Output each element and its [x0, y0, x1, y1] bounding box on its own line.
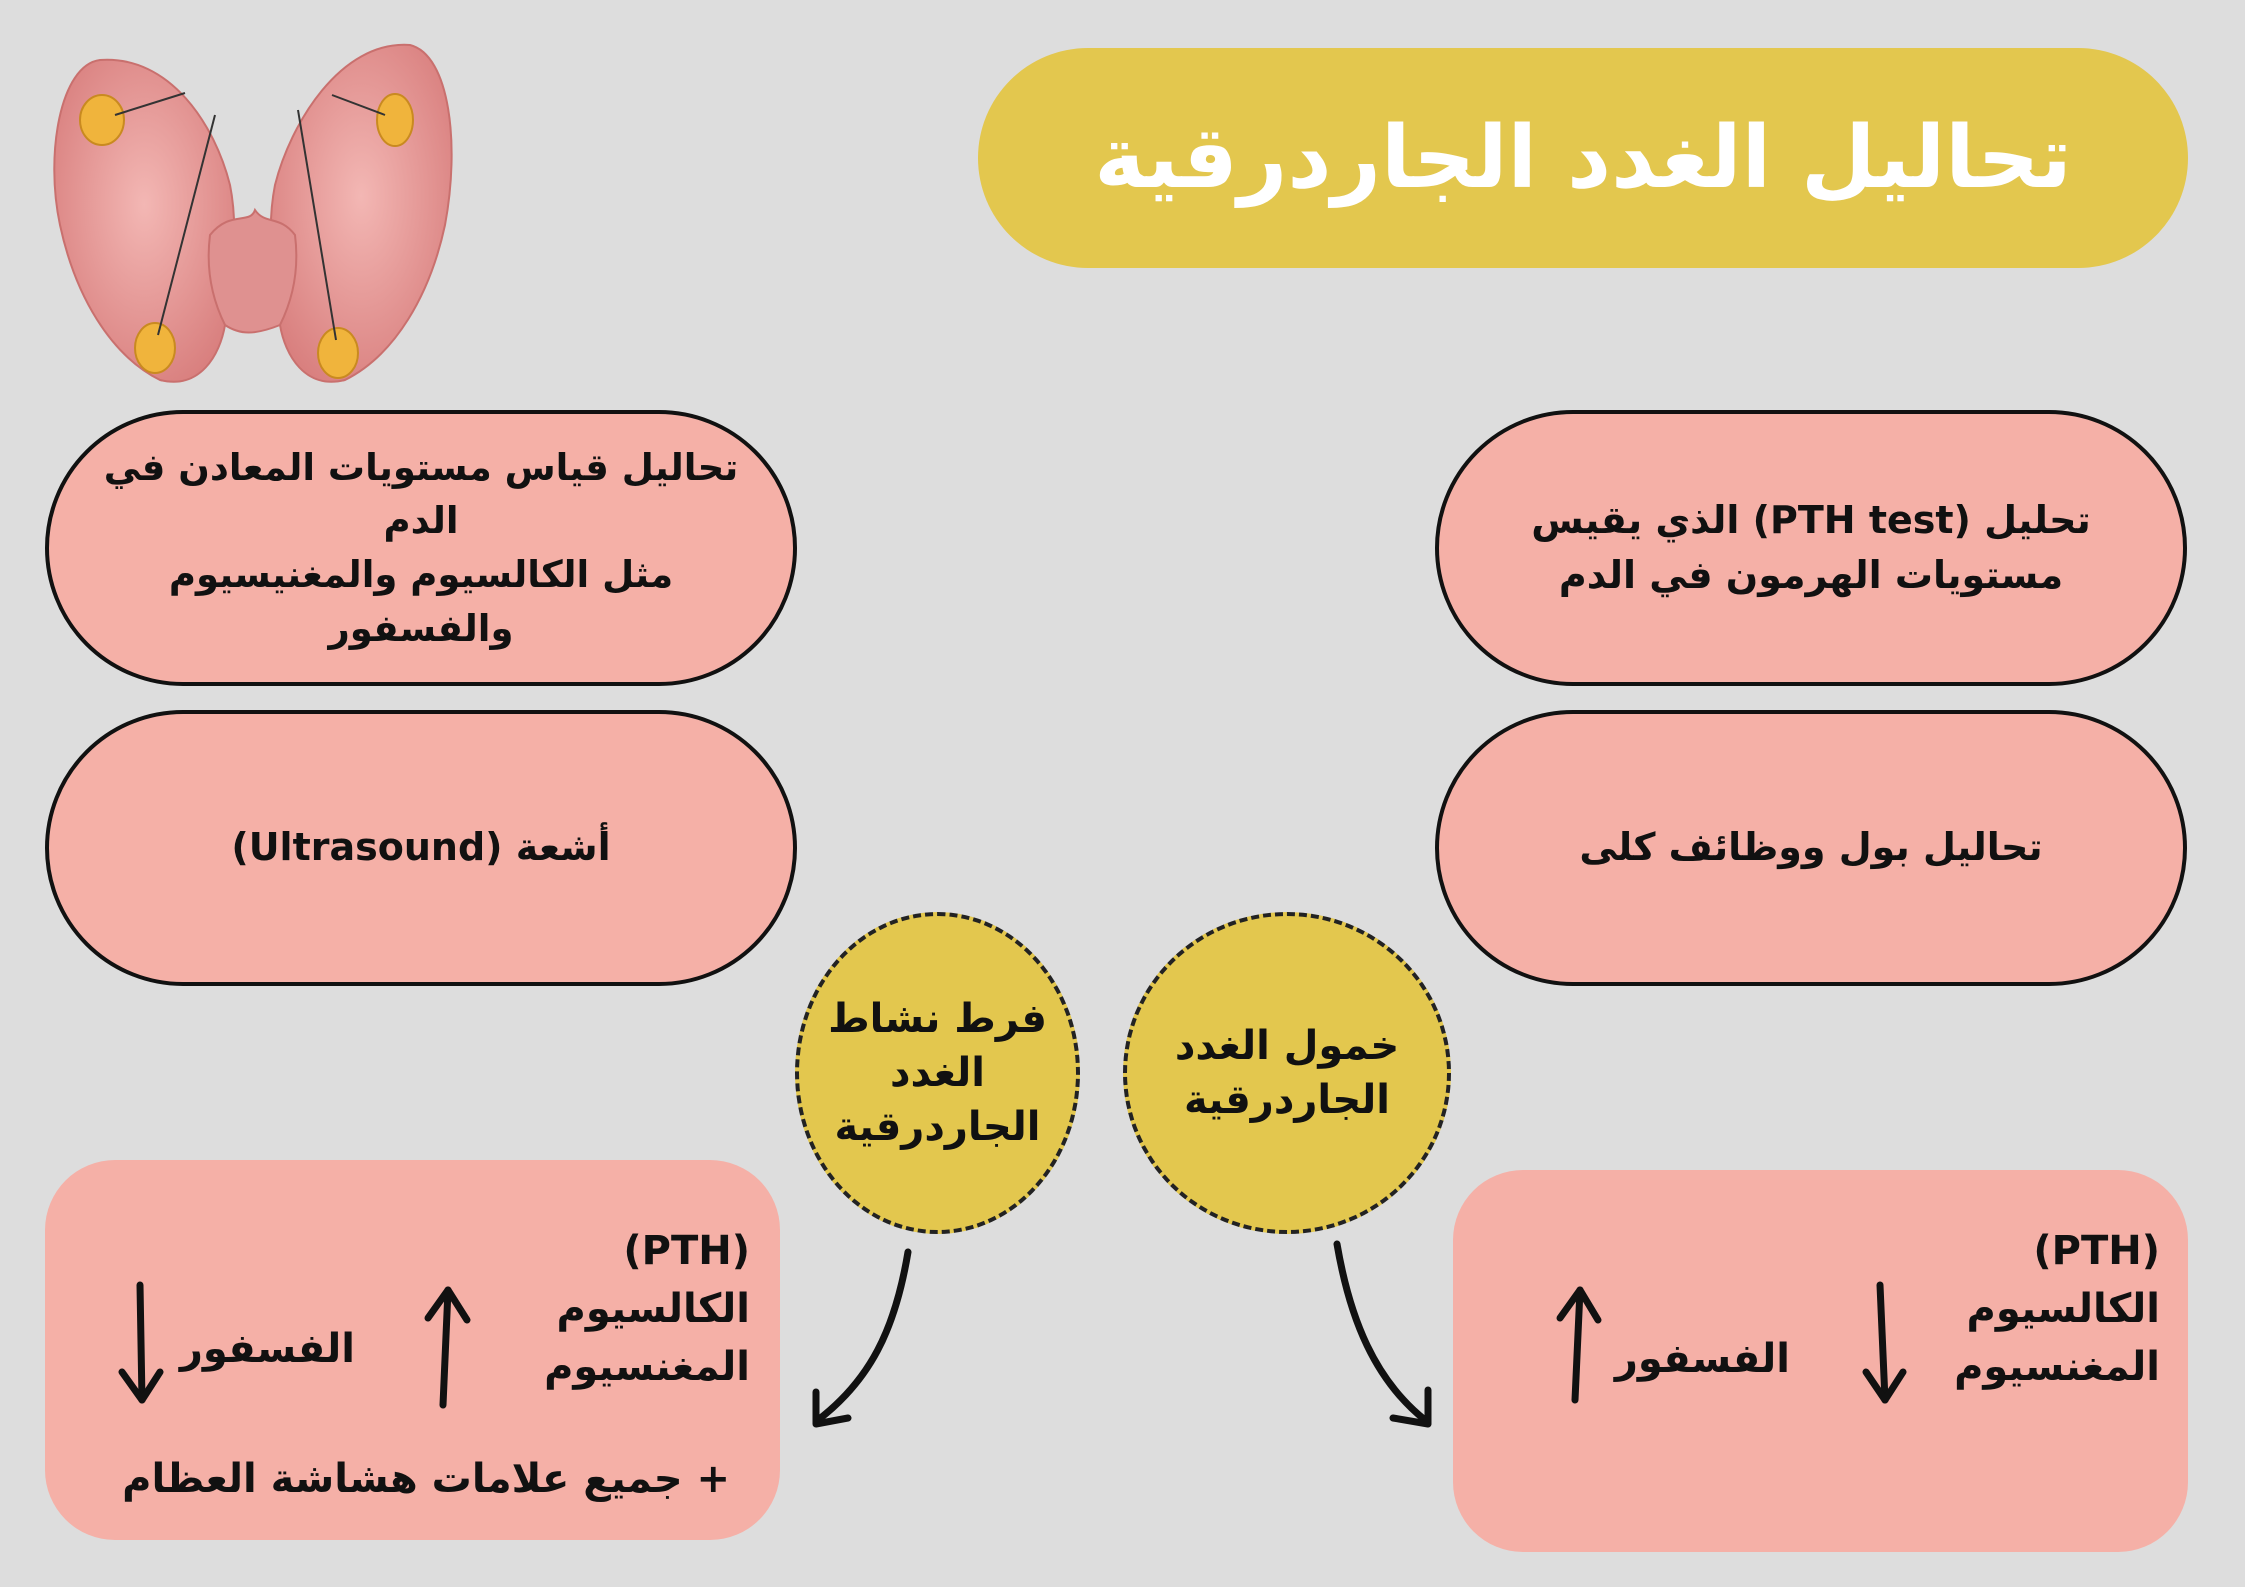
hypo-calcium-down-arrow [1866, 1285, 1903, 1400]
hyper-phosphorus-down-arrow [122, 1285, 160, 1400]
hyper-connector-arrow [816, 1252, 908, 1424]
hyper-calcium-up-arrow [428, 1290, 467, 1405]
hypo-phosphorus-up-arrow [1560, 1290, 1598, 1400]
hypo-connector-arrow [1337, 1244, 1428, 1424]
